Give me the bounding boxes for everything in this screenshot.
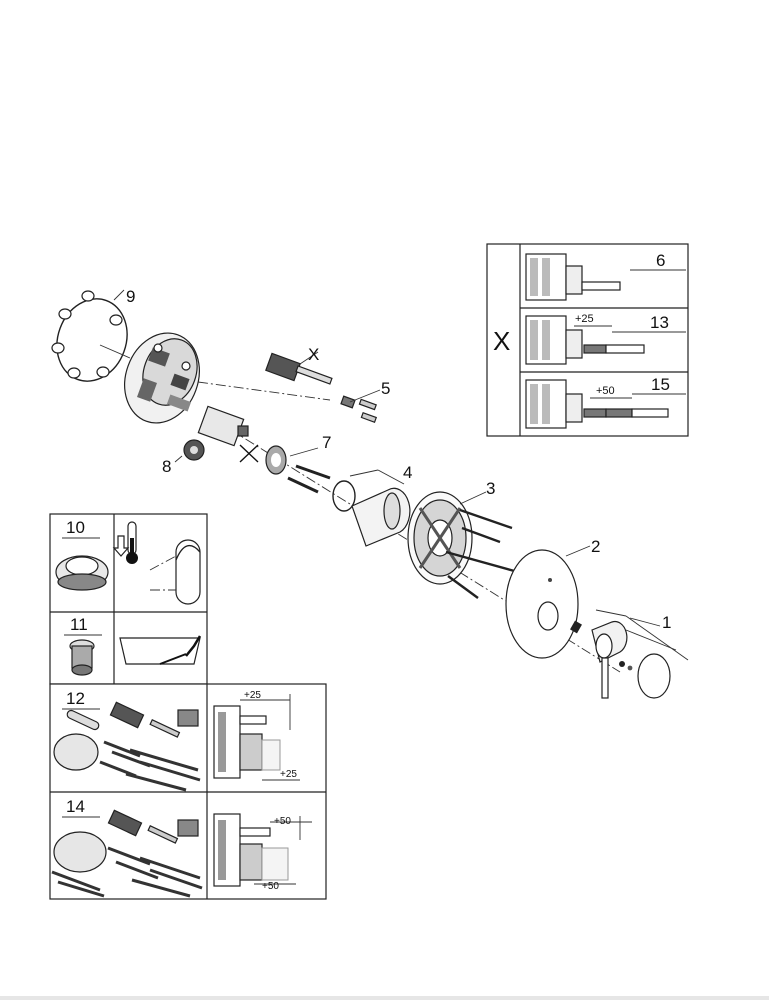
accessory-12-dim-bottom: +25 xyxy=(280,769,297,780)
accessory-num-10: 10 xyxy=(66,518,85,537)
callout-8: 8 xyxy=(162,457,171,476)
accessory-num-11: 11 xyxy=(70,615,88,634)
page-bottom-divider xyxy=(0,996,769,1000)
inset-num-13: 13 xyxy=(650,313,669,332)
part-7-ring-screws xyxy=(265,445,331,494)
callout-7: 7 xyxy=(322,433,331,452)
callout-x: X xyxy=(308,345,319,364)
part-3-mounting-plate xyxy=(407,491,519,599)
accessory-14-dim-bottom: +50 xyxy=(262,881,279,892)
bathtub-icon xyxy=(119,637,201,665)
inset-accessories: 10 11 12 xyxy=(49,513,327,900)
inset-dim-13: +25 xyxy=(575,313,594,325)
accessory-14: 14 +50 +50 xyxy=(51,797,312,898)
inset-x-label: X xyxy=(493,326,510,356)
accessory-14-dim-top: +50 xyxy=(274,816,291,827)
callout-labels: 9 X 5 7 8 4 3 2 1 xyxy=(126,287,671,632)
callout-4: 4 xyxy=(403,463,412,482)
callout-3: 3 xyxy=(486,479,495,498)
callout-1: 1 xyxy=(662,613,671,632)
accessory-11: 11 xyxy=(64,615,202,676)
accessory-12: 12 +25 +25 xyxy=(53,689,300,792)
part-4-sleeve xyxy=(332,469,411,547)
inset-row-6: 6 xyxy=(525,251,686,301)
inset-row-13: +25 13 xyxy=(525,313,686,365)
part-x-stem xyxy=(265,351,333,385)
cartridge xyxy=(197,405,259,463)
part-1-handle xyxy=(570,609,689,699)
arrow-down-icon xyxy=(112,535,130,557)
part-9-sealing-ring xyxy=(51,289,128,382)
part-8-nut xyxy=(174,439,205,463)
rough-in-body xyxy=(99,332,200,424)
callout-5: 5 xyxy=(381,379,390,398)
part-5-screws xyxy=(340,389,381,423)
inset-row-15: +50 15 xyxy=(525,375,686,429)
inset-num-6: 6 xyxy=(656,251,665,270)
inset-x-variants: X 6 +25 13 xyxy=(486,243,689,437)
inset-num-15: 15 xyxy=(651,375,670,394)
axis-line xyxy=(197,381,331,401)
callout-2: 2 xyxy=(591,537,600,556)
callout-9: 9 xyxy=(126,287,135,306)
inset-dim-15: +50 xyxy=(596,385,615,397)
accessory-12-dim-top: +25 xyxy=(244,690,261,701)
accessory-10: 10 xyxy=(55,518,201,605)
accessory-num-12: 12 xyxy=(66,689,85,708)
part-2-escutcheon xyxy=(505,545,591,659)
accessory-num-14: 14 xyxy=(66,797,85,816)
